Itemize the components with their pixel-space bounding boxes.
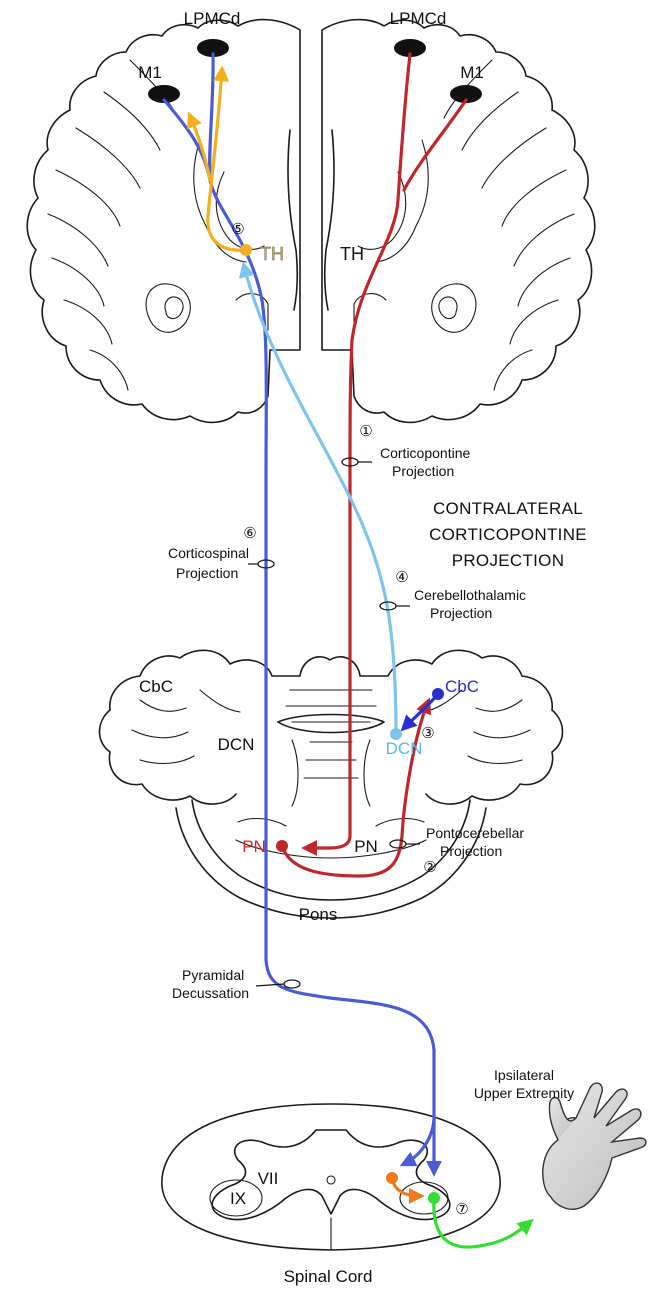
dcn-left-label: DCN	[218, 735, 255, 754]
th-cell-body	[240, 244, 252, 256]
spinal-cord-section	[161, 1103, 501, 1251]
lpmcd-right-target	[394, 39, 426, 57]
fourth-ventricle	[277, 713, 385, 734]
cerebellothalamic-label-line1: Cerebellothalamic	[414, 587, 526, 603]
right-hemisphere-outline	[321, 18, 596, 424]
thalamocortical-m1-branch	[187, 111, 212, 182]
pontocerebellar-label-line1: Pontocerebellar	[426, 825, 524, 841]
right-sulcus-1	[443, 59, 575, 391]
corticospinal-collateral	[399, 1118, 436, 1167]
m1-left-label: M1	[138, 63, 162, 82]
lamina-ix-left-region	[209, 1179, 263, 1217]
pons-label: Pons	[299, 905, 338, 924]
left-sulcus-1	[47, 59, 179, 391]
lpmcd-left-target	[197, 39, 229, 57]
corticospinal-lpmcd-branch	[207, 52, 215, 182]
step-4-marker: ④	[395, 569, 408, 586]
dcn-cell-body	[390, 728, 402, 740]
pons-section	[98, 649, 564, 919]
lpmcd-right-label: LPMCd	[390, 9, 447, 28]
pons-outer	[175, 807, 487, 919]
corticopontine-label-line1: Corticopontine	[380, 445, 470, 461]
pons-outline	[191, 799, 471, 901]
lamina-vii-label: VII	[258, 1169, 279, 1188]
motor-output-pathway	[432, 1196, 534, 1249]
pyramidal-marker	[283, 979, 301, 989]
motoneuron-cell-body	[428, 1192, 440, 1204]
cerebellum-left-lower	[98, 709, 237, 805]
gray-matter	[211, 1129, 451, 1221]
pyramidal-label-line2: Decussation	[172, 985, 249, 1001]
ipsilateral-label-line1: Ipsilateral	[494, 1067, 554, 1083]
title-line1: CONTRALATERAL	[433, 499, 583, 518]
step-1-marker: ①	[359, 423, 372, 440]
left-ventricle	[287, 129, 299, 311]
pn-right-label: PN	[354, 837, 378, 856]
th-right-label: TH	[340, 244, 364, 264]
step-3-marker: ③	[421, 725, 434, 742]
title-line2: CORTICOPONTINE	[429, 525, 587, 544]
hand-thumb	[548, 1096, 577, 1141]
corticopontine-m1-branch	[402, 98, 468, 192]
m1-right-label: M1	[460, 63, 484, 82]
step-6-marker: ⑥	[243, 525, 256, 542]
left-internal-structures	[145, 139, 269, 333]
corticopontine-pathway	[301, 52, 412, 856]
m1-right-target	[450, 85, 482, 103]
pn-cell-body	[276, 840, 288, 852]
pontocerebellar-label-line2: Projection	[440, 843, 502, 859]
step-7-marker: ⑦	[455, 1201, 468, 1218]
step-2-marker: ②	[423, 859, 436, 876]
cbc-cell-body	[432, 688, 444, 700]
pyramidal-leader	[255, 983, 285, 987]
corticopontine-label-line2: Projection	[392, 463, 454, 479]
corticospinal-pathway	[162, 98, 442, 1177]
th-left-label: TH	[260, 244, 284, 264]
cbc-left-label: CbC	[139, 677, 173, 696]
right-internal-structures	[353, 139, 477, 333]
brainstem-core	[291, 739, 371, 807]
cbc-right-label: CbC	[445, 677, 479, 696]
cerebellar-folia	[131, 689, 531, 765]
lpmcd-left-label: LPMCd	[184, 9, 241, 28]
lamina-ix-right-region	[399, 1181, 449, 1215]
m1-left-target	[148, 85, 180, 103]
lamina-ix-label: IX	[230, 1189, 246, 1208]
step-5-marker: ⑤	[231, 221, 244, 238]
corticospinal-label-line2: Projection	[176, 565, 238, 581]
cerebellum-outline	[109, 649, 564, 805]
ipsilateral-label-line2: Upper Extremity	[474, 1085, 574, 1101]
central-canal	[326, 1175, 336, 1185]
pyramidal-label-line1: Pyramidal	[182, 967, 244, 983]
right-ventricle	[323, 129, 335, 311]
pontocerebellar-marker	[389, 839, 407, 849]
cerebellothalamic-label-line2: Projection	[430, 605, 492, 621]
thalamocortical-pathway	[206, 65, 248, 252]
pontocerebellar-pathway	[280, 697, 432, 878]
hand-illustration	[542, 1082, 647, 1210]
brain-section	[26, 18, 596, 424]
interneuron-cell-body	[386, 1172, 398, 1184]
dcn-right-label: DCN	[386, 739, 423, 758]
corticospinal-label-line1: Corticospinal	[168, 545, 249, 561]
title-line3: PROJECTION	[452, 551, 565, 570]
spinal-cord-label: Spinal Cord	[284, 1267, 373, 1286]
left-hemisphere-outline	[26, 18, 301, 424]
cerebellothalamic-pathway	[238, 261, 398, 736]
pn-left-label: PN	[242, 837, 266, 856]
